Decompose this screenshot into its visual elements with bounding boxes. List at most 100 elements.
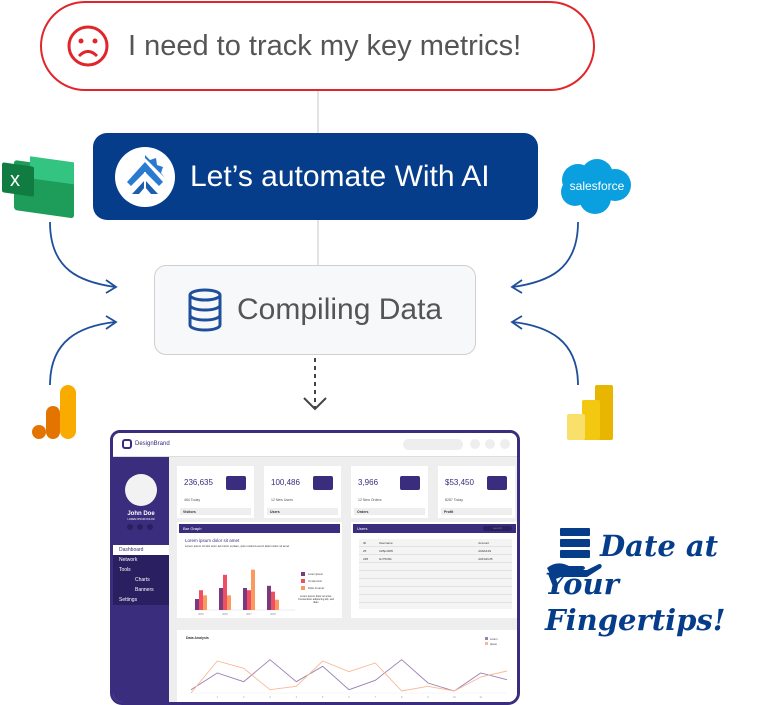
legend-label: Ut wisi enim: [308, 579, 322, 583]
users-search-input[interactable]: search: [482, 526, 512, 531]
compiling-box: Compiling Data: [154, 265, 476, 355]
stat-sub: 464 Today: [184, 498, 201, 502]
bar-graph-note: Lorem ipsum dolor sit amet. Consectetur …: [298, 595, 334, 604]
menu-item-dashboard[interactable]: Dashboard: [113, 545, 169, 555]
legend-swatch: [485, 637, 488, 640]
svg-text:x: x: [10, 169, 20, 191]
bar-chart: 2015 2016 2017 2018 Lorem ipsum Ut wisi enimD…: [191, 569, 324, 616]
table-cell: A00A24N: [478, 549, 492, 553]
power-bi-icon: [567, 385, 613, 440]
menu-item-network[interactable]: Network: [119, 557, 138, 563]
x-tick-label: 8: [401, 696, 403, 699]
stat-label: Users: [267, 508, 338, 515]
bar: [275, 599, 279, 610]
x-tick-label: 1: [217, 696, 219, 699]
menu-item-banners[interactable]: Banners: [135, 587, 154, 593]
bar: [251, 569, 255, 610]
x-tick-label: 11: [479, 696, 482, 699]
bar-graph-heading: Lorem ipsum dolor sit amet: [185, 538, 240, 543]
bar: [219, 588, 223, 610]
table-row: 25 Inif5p4005 A00A24N: [359, 547, 512, 555]
x-tick-label: 2015: [198, 613, 204, 616]
problem-bubble: I need to track my key metrics!: [40, 1, 595, 91]
x-tick-label: 7: [375, 696, 377, 699]
table-cell: 238: [363, 557, 369, 561]
stat-icon: [313, 476, 333, 490]
stat-value: 3,966: [358, 478, 379, 487]
bell-icon[interactable]: [485, 439, 495, 449]
x-tick-label: 6: [348, 696, 350, 699]
brand-name: DesignBrand: [135, 441, 170, 447]
search-input[interactable]: [403, 439, 463, 450]
database-icon: [188, 288, 222, 332]
table-row: [359, 595, 512, 603]
salesforce-logo: salesforce: [561, 159, 631, 214]
user-name: John Doe: [127, 511, 155, 517]
legend-label: Ipsum: [490, 642, 497, 646]
dashed-down-arrow: [303, 358, 327, 411]
sidebar: John Doe LOREM IPSUM DOLOR Dashboard Net…: [113, 457, 169, 702]
table-row: [359, 563, 512, 571]
server-hand-icon: [547, 528, 602, 580]
table-row: [359, 571, 512, 579]
x-tick-label: 2018: [270, 613, 276, 616]
automate-banner: Let’s automate With AI: [93, 133, 538, 220]
legend-label: Lorem ipsum: [308, 572, 323, 576]
x-tick-label: 2: [243, 696, 245, 699]
flag-icon[interactable]: [500, 439, 510, 449]
powerbi-flow-arrow: [512, 321, 579, 386]
data-analysis-title: Data Analysis: [186, 636, 209, 640]
bar: [223, 574, 227, 610]
tagline-line2: Your Fingertips!: [545, 567, 726, 637]
menu-item-charts[interactable]: Charts: [135, 577, 150, 583]
stat-sub: $287 Today: [445, 498, 464, 502]
bar-graph-title: Bar Graph: [179, 524, 340, 533]
problem-text: I need to track my key metrics!: [128, 29, 522, 62]
bar-graph-panel: Bar Graph Lorem ipsum dolor sit amet Lor…: [177, 522, 342, 618]
brand-logo-icon: [122, 439, 132, 449]
stat-value: $53,450: [445, 478, 474, 487]
facebook-icon[interactable]: [127, 524, 133, 530]
excel-icon: x: [2, 156, 74, 219]
table-cell: Account: [478, 541, 490, 545]
analytics-flow-arrow: [49, 321, 116, 386]
bar: [243, 588, 247, 610]
bar: [247, 590, 251, 610]
menu-item-tools[interactable]: Tools: [119, 567, 131, 573]
table-cell: 25: [363, 549, 367, 553]
x-tick-label: 2016: [222, 613, 228, 616]
legend-swatch: [301, 579, 305, 583]
table-row: [359, 587, 512, 595]
table-row: [359, 579, 512, 587]
stat-sub: 12 New Users: [271, 498, 293, 502]
gear-arrow-logo-icon: [115, 146, 175, 207]
avatar: [125, 474, 157, 506]
mail-icon[interactable]: [470, 439, 480, 449]
dashboard-preview: DesignBrand John Doe LOREM IPSUM DOLOR D…: [110, 430, 520, 705]
legend-swatch: [485, 642, 488, 645]
svg-text:salesforce: salesforce: [570, 179, 625, 193]
legend-swatch: [301, 572, 305, 576]
table-cell: Inif5p4005: [378, 549, 393, 553]
series-line: [190, 660, 508, 694]
bar-graph-text: Lorem ipsum Ut wisi enim ad minim veniam…: [185, 544, 290, 548]
stat-label: Profit: [441, 508, 512, 515]
table-cell: A01S2NJ5: [478, 557, 493, 561]
bar: [267, 585, 271, 610]
bar: [199, 590, 203, 610]
table-cell: Username: [378, 541, 393, 545]
x-tick-label: 3: [269, 696, 271, 699]
users-title: Users: [357, 526, 368, 531]
menu-item-settings[interactable]: Settings: [119, 597, 138, 603]
instagram-icon[interactable]: [147, 524, 153, 530]
x-tick-label: 2017: [246, 613, 252, 616]
legend-label: Dolor sit amet: [308, 586, 324, 590]
x-tick-label: 10: [453, 696, 456, 699]
twitter-icon[interactable]: [137, 524, 143, 530]
